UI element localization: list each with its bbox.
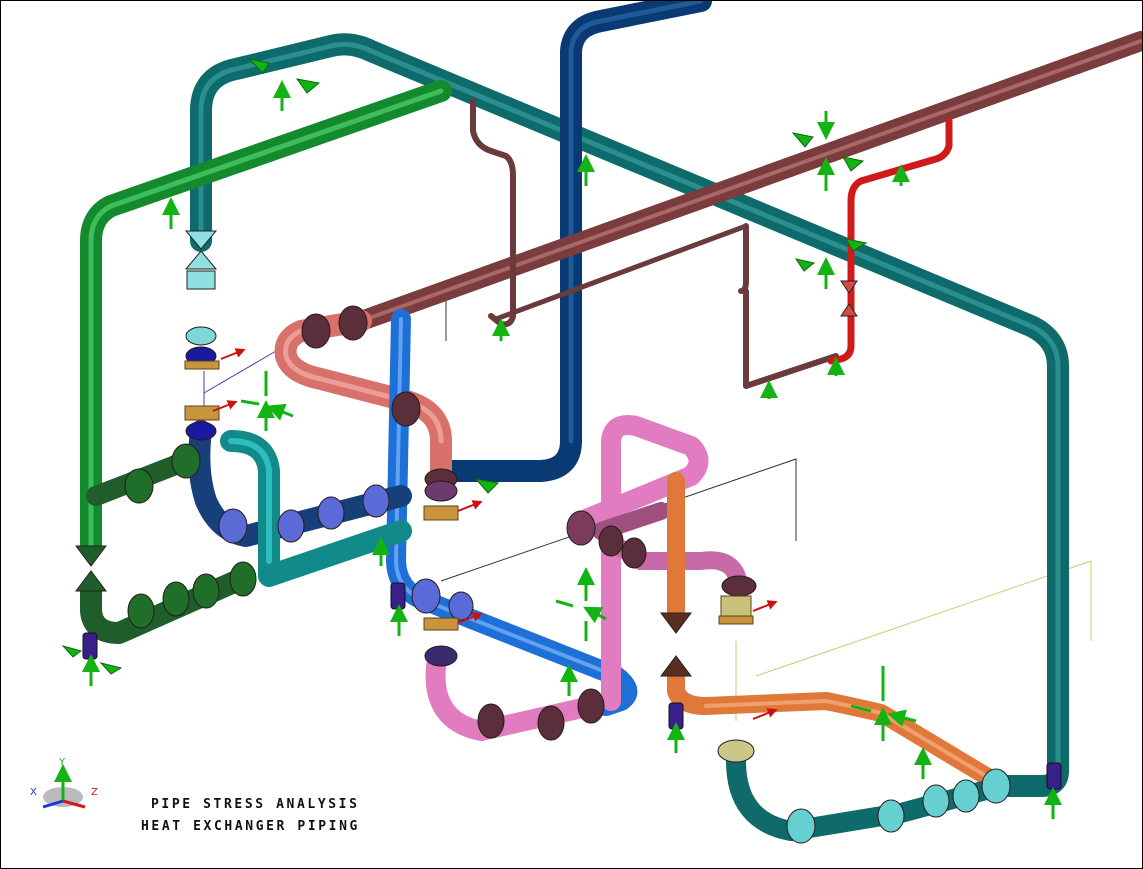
force-arrows — [212, 348, 778, 720]
axis-label-x: X — [30, 787, 37, 798]
caption-subtitle: HEAT EXCHANGER PIPING — [141, 819, 360, 834]
valves — [75, 230, 858, 677]
restraint-arrows — [82, 80, 1062, 819]
axis-triad — [42, 764, 86, 809]
reference-lines — [203, 301, 1092, 721]
pipe-brown-header — [351, 31, 1142, 389]
axis-label-y: Y — [59, 757, 66, 768]
caption-title: PIPE STRESS ANALYSIS — [151, 797, 360, 812]
pipe-salmon — [274, 310, 452, 492]
axis-label-z: Z — [91, 787, 98, 798]
support-pads — [184, 360, 754, 631]
anchor-posts — [82, 582, 1062, 790]
pipe-red — [827, 117, 953, 365]
restraint-fins — [61, 58, 868, 675]
pipe-orange — [667, 472, 1000, 788]
